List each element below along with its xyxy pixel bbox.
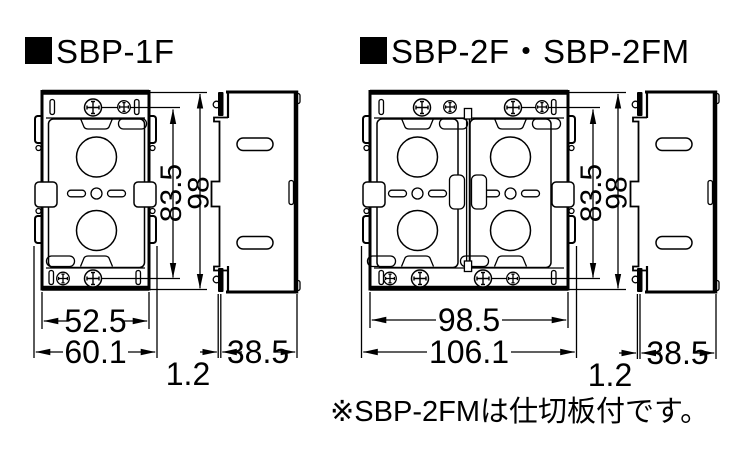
side-tab [551, 181, 575, 208]
left-figure-title-text: SBP-1F [56, 33, 175, 70]
dim-outer-height: 98 [183, 176, 216, 209]
title-square-icon [25, 37, 52, 64]
flange-slot [48, 269, 55, 286]
sbp-1f-dimensions: 83.5 98 52.5 60.1 38.5 1.2 [33, 93, 298, 392]
dim-depth: 38.5 [227, 334, 289, 370]
divider-tab [448, 174, 466, 210]
sbp-2f-side-view [631, 91, 720, 294]
dim-outer-height: 98 [601, 176, 634, 209]
screw-cross-icon [117, 100, 131, 114]
right-figure-title: SBP-2F・SBP-2FM [360, 33, 690, 70]
flange-slot [550, 269, 557, 286]
dim-outer-width: 106.1 [429, 334, 509, 370]
screw-icon [410, 269, 430, 288]
side-tab [133, 181, 157, 208]
partition-plate [463, 107, 473, 273]
right-figure-title-text: SBP-2F・SBP-2FM [391, 33, 690, 70]
side-tab [34, 181, 58, 208]
dim-outer-width: 60.1 [64, 334, 126, 370]
screw-icon [83, 98, 103, 117]
sbp-1f-front-view [34, 89, 207, 291]
dim-inner-width: 52.5 [64, 303, 126, 339]
sbp-2f-dimensions: 83.5 98 98.5 106.1 38.5 1.2 [360, 93, 717, 393]
partition-note: ※SBP-2FMは仕切板付です。 [330, 395, 709, 428]
screw-cross-icon [383, 271, 397, 286]
dim-inner-width: 98.5 [438, 302, 500, 338]
dim-thickness: 1.2 [166, 356, 210, 392]
screw-cross-icon [506, 271, 520, 286]
box-inner-frame [47, 118, 146, 269]
screw-icon [412, 98, 432, 117]
screw-cross-icon [56, 271, 70, 286]
dim-depth: 38.5 [646, 335, 708, 371]
title-square-icon [360, 37, 387, 64]
side-tab [362, 181, 386, 208]
sbp-2f-front-view [362, 89, 626, 291]
flange-slot [378, 269, 385, 286]
screw-icon [473, 269, 493, 288]
divider-tab [470, 174, 488, 210]
screw-cross-icon [535, 100, 549, 114]
box-outline [40, 90, 151, 291]
screw-icon [83, 269, 103, 288]
left-figure-title: SBP-1F [25, 33, 175, 70]
flange-slot [49, 98, 56, 116]
dim-inner-height: 83.5 [575, 164, 608, 222]
knockout-gang [45, 117, 148, 268]
flange-slot [378, 98, 385, 116]
flange-slot [135, 269, 142, 286]
sbp-1f-side-view [212, 91, 301, 294]
dim-inner-height: 83.5 [155, 164, 188, 222]
screw-icon [503, 98, 523, 117]
screw-cross-icon [443, 100, 457, 114]
dim-thickness: 1.2 [588, 357, 632, 393]
